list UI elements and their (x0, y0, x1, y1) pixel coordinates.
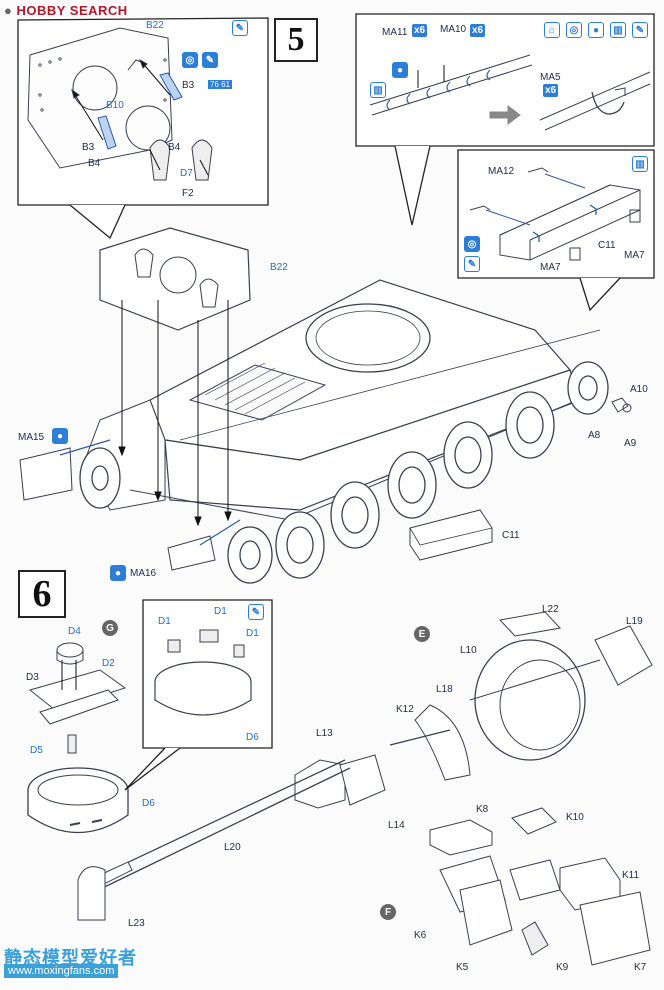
step6-cupola (27, 599, 273, 834)
cement-icon: ◎ (566, 22, 582, 38)
part-label-b3: B3 (82, 142, 95, 153)
paint-drop-icon: ● (110, 565, 126, 581)
paint-number-badge: 76 61 (208, 80, 233, 89)
part-label-l23: L23 (128, 918, 145, 929)
part-label-d5: D5 (30, 745, 43, 756)
part-label-d2: D2 (102, 658, 115, 669)
part-label-l18: L18 (436, 684, 453, 695)
part-label-l19: L19 (626, 616, 643, 627)
watermark-site-cn: 静态模型爱好者 (4, 948, 137, 968)
part-label-l13: L13 (316, 728, 333, 739)
part-label-ma7: MA7 (624, 250, 645, 261)
part-label-d6: D6 (246, 732, 259, 743)
part-label-a8: A8 (588, 430, 601, 441)
part-label-l22: L22 (542, 604, 559, 615)
step6-gun (77, 611, 653, 966)
paint-drop-icon: ● (392, 62, 408, 78)
inset-top-left (17, 17, 269, 240)
watermark-brand-text: HOBBY SEARCH (16, 3, 128, 18)
part-label-b10: B10 (106, 100, 124, 111)
part-label-d4: D4 (68, 626, 81, 637)
part-label-ma5: MA5 (540, 72, 561, 83)
part-label-l20: L20 (224, 842, 241, 853)
part-label-b3: B3 (182, 80, 195, 91)
subassembly-g-marker: G (102, 620, 118, 636)
part-label-k5: K5 (456, 962, 469, 973)
part-label-a10: A10 (630, 384, 648, 395)
subassembly-f-marker: F (380, 904, 396, 920)
part-label-d7: D7 (180, 168, 193, 179)
part-label-d6: D6 (142, 798, 155, 809)
part-label-c11: C11 (502, 530, 520, 541)
part-label-b22: B22 (146, 20, 164, 31)
part-label-d1: D1 (158, 616, 171, 627)
part-label-d3: D3 (26, 672, 39, 683)
part-label-b4: B4 (168, 142, 181, 153)
part-label-f2: F2 (182, 188, 194, 199)
part-label-a9: A9 (624, 438, 637, 449)
part-label-k12: K12 (396, 704, 414, 715)
part-label-k11: K11 (622, 870, 640, 881)
part-label-k7: K7 (634, 962, 647, 973)
part-label-c11: C11 (598, 240, 616, 251)
subassembly-e-marker: E (414, 626, 430, 642)
step-number-5: 5 (274, 18, 318, 62)
paint-brush-icon: ✎ (248, 604, 264, 620)
quantity-badge: x6 (412, 24, 428, 37)
part-label-d1: D1 (246, 628, 259, 639)
part-label-ma12: MA12 (488, 166, 515, 177)
part-label-k8: K8 (476, 804, 489, 815)
quantity-badge: x6 (543, 84, 559, 97)
cement-icon: ◎ (464, 236, 480, 252)
hull-drawing (19, 227, 632, 584)
part-label-k9: K9 (556, 962, 569, 973)
paint-drop-icon: ● (52, 428, 68, 444)
stripes-icon: ▥ (632, 156, 648, 172)
watermark-brand: ● HOBBY SEARCH (4, 3, 128, 18)
paint-brush-icon: ✎ (202, 52, 218, 68)
paint-brush-icon: ✎ (232, 20, 248, 36)
watermark-url: www.moxingfans.com (4, 964, 119, 978)
tank-icon: ⌂ (544, 22, 560, 38)
part-label-ma7: MA7 (540, 262, 561, 273)
stripes-icon: ▥ (610, 22, 626, 38)
part-label-k10: K10 (566, 812, 584, 823)
part-label-l10: L10 (460, 645, 477, 656)
part-label-ma15: MA15 (18, 432, 45, 443)
cement-icon: ◎ (182, 52, 198, 68)
part-label-b22: B22 (270, 262, 288, 273)
step-number-6: 6 (18, 570, 66, 618)
part-label-ma16: MA16 (130, 568, 157, 579)
paint-drop-icon: ● (588, 22, 604, 38)
part-label-l14: L14 (388, 820, 405, 831)
paint-brush-icon: ✎ (632, 22, 648, 38)
inset-top-right (355, 13, 655, 226)
part-label-b4: B4 (88, 158, 101, 169)
quantity-badge: x6 (470, 24, 486, 37)
part-label-ma11: MA11 (382, 27, 408, 38)
inset-right-middle (457, 149, 655, 312)
part-label-ma10: MA10 (440, 24, 467, 35)
stripes-icon: ▥ (370, 82, 386, 98)
part-label-k6: K6 (414, 930, 427, 941)
part-label-d1: D1 (214, 606, 227, 617)
paint-brush-icon: ✎ (464, 256, 480, 272)
